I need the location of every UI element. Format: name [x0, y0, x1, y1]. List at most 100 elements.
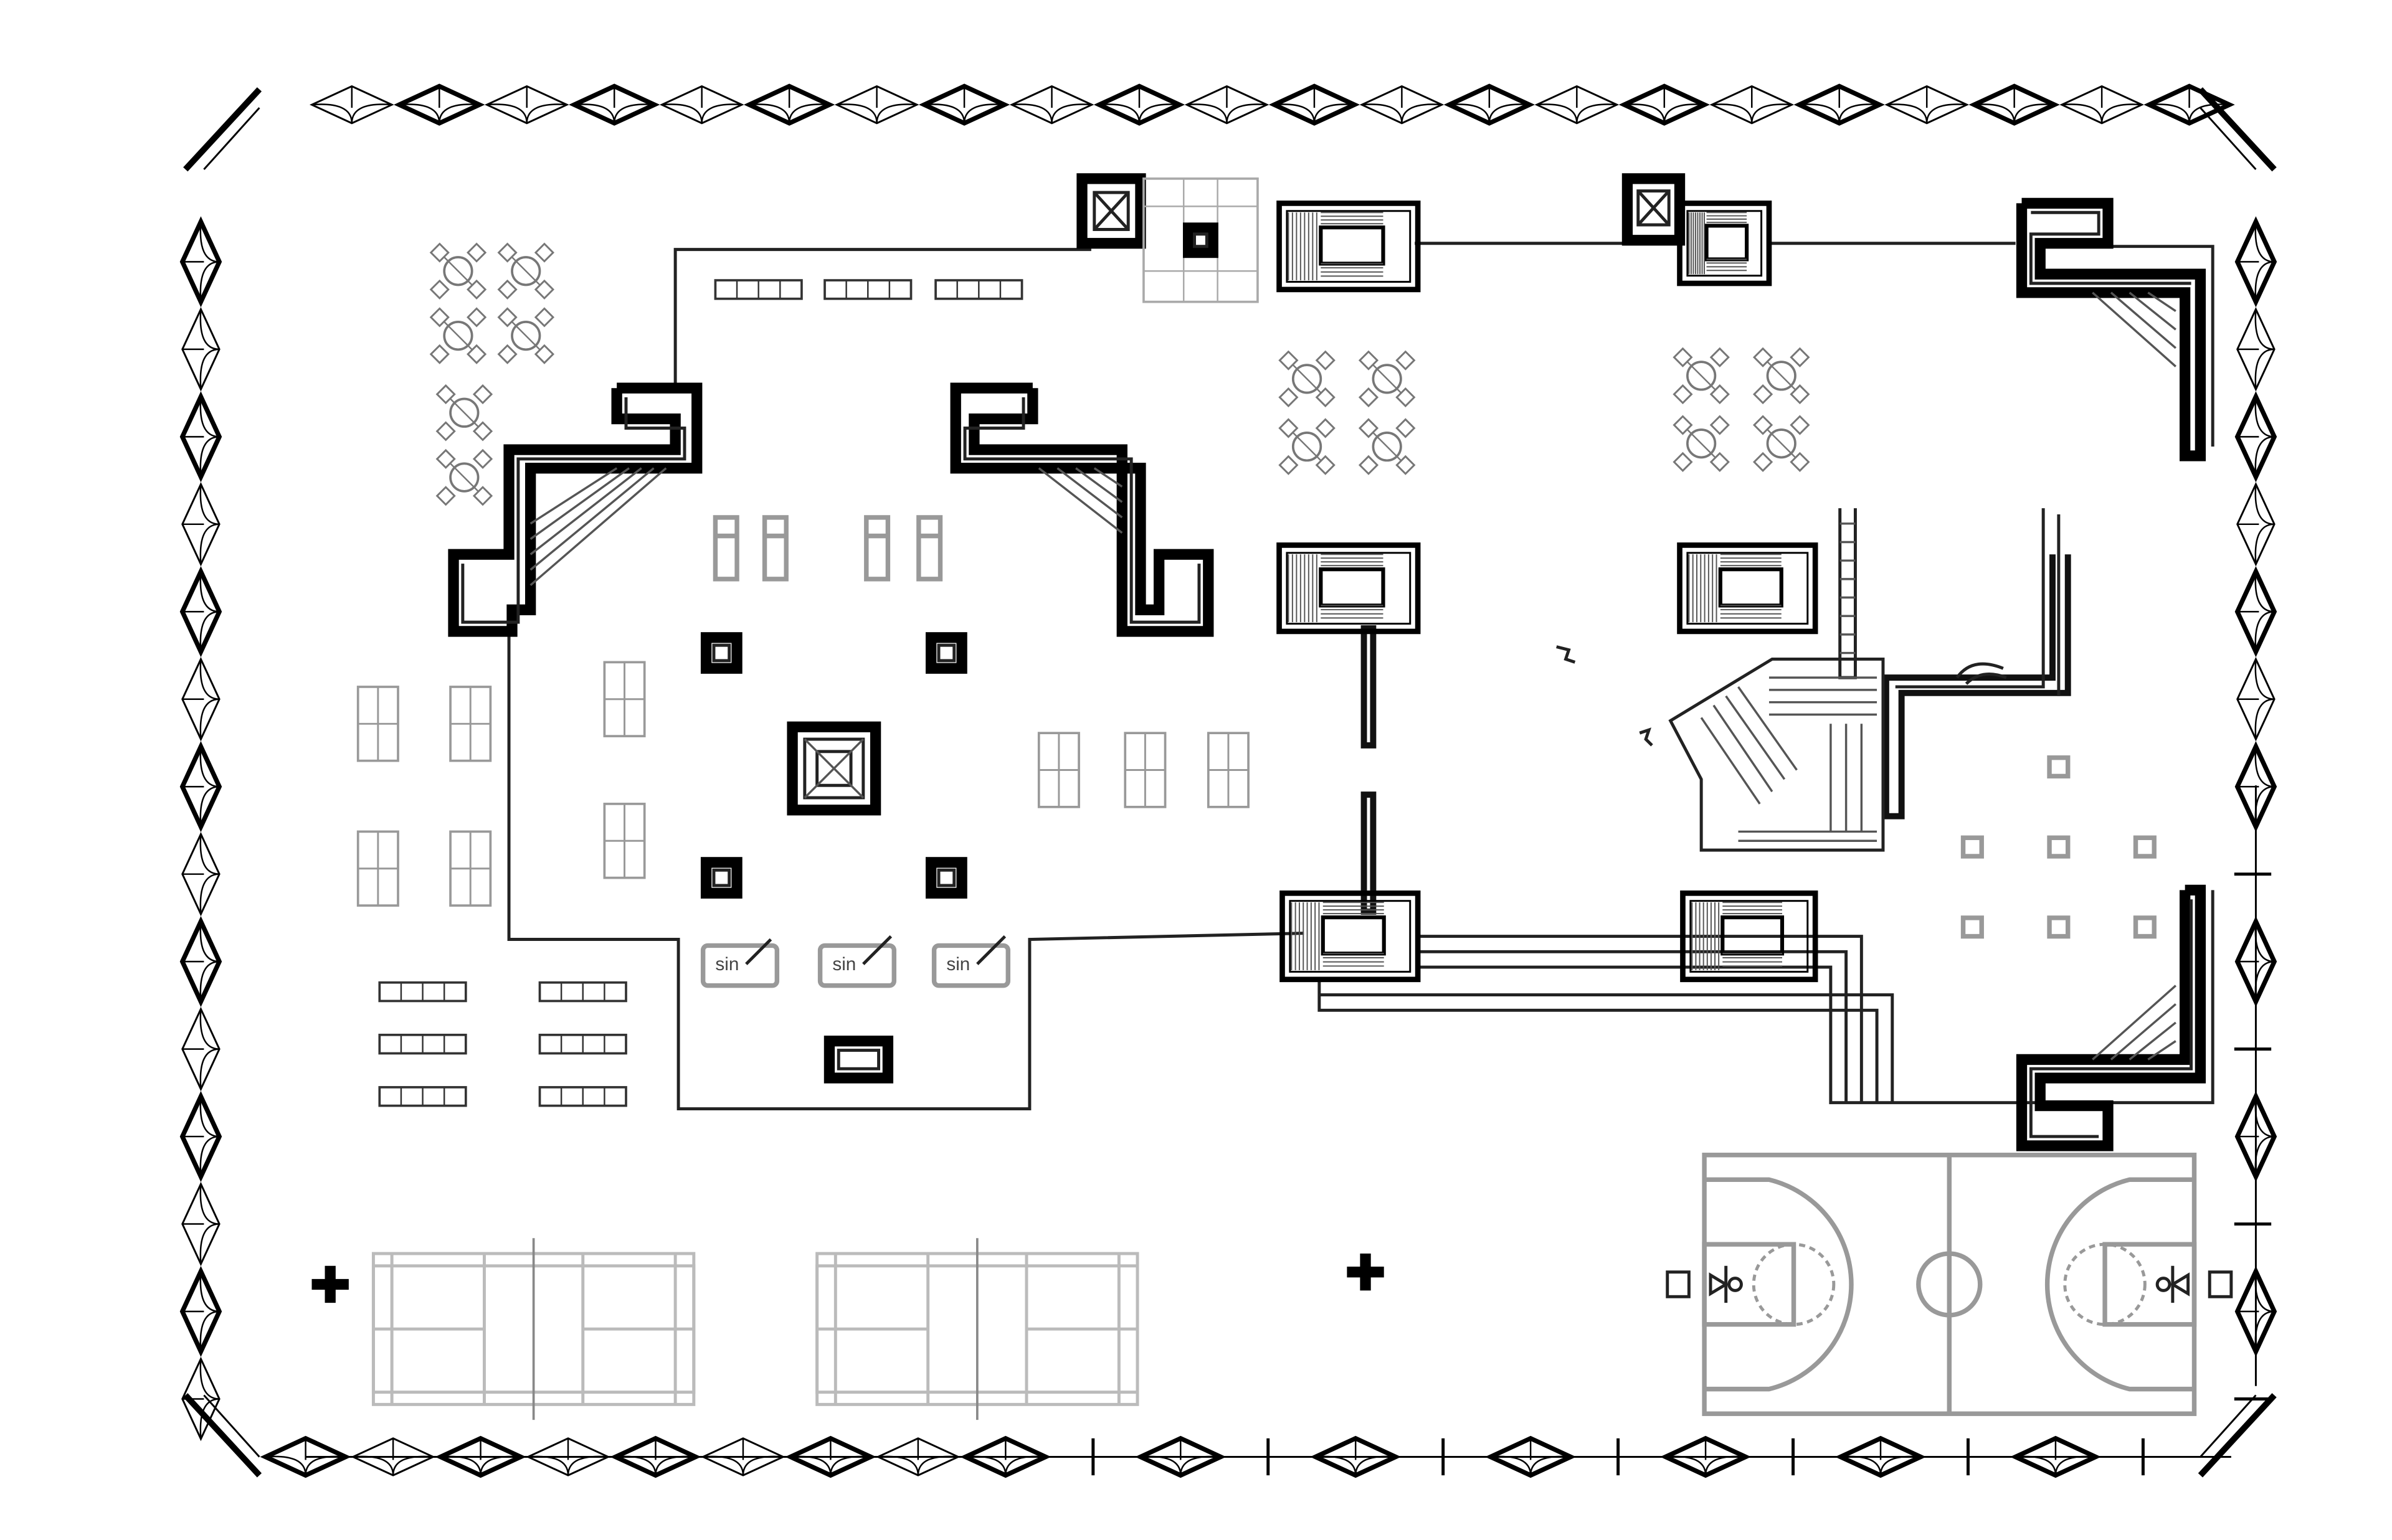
corner-chevron [2198, 1393, 2277, 1478]
bench [378, 1034, 467, 1055]
diamond-border-motif-icon [181, 1006, 221, 1092]
stair-core-top [1142, 177, 1259, 303]
table-with-chairs-icon [429, 307, 487, 364]
corner-chevron [2198, 87, 2277, 172]
stair-icon [1677, 201, 1772, 286]
table-with-chairs-icon [435, 448, 493, 506]
door-panel [603, 661, 646, 737]
bench [378, 981, 467, 1003]
diamond-border-motif-icon [2236, 481, 2276, 567]
elevator-core-1 [1076, 173, 1146, 249]
tables-with-chairs [429, 242, 1810, 506]
bench [538, 1086, 627, 1107]
diamond-border-motif-icon [179, 741, 222, 833]
stair-wells [1276, 201, 1818, 983]
door-panels [356, 661, 1250, 907]
stair-icon [1677, 542, 1818, 635]
table-with-chairs-icon [1278, 350, 1336, 408]
diamond-border-motif-icon [181, 307, 221, 392]
diamond-border-motif-icon [743, 83, 835, 126]
diamond-border-motif-icon [181, 656, 221, 742]
diamond-border-motif-icon [2236, 307, 2276, 392]
diamond-border-motif-icon [179, 216, 222, 308]
floor-outline-right [1317, 242, 2214, 1105]
table-with-chairs-icon [1752, 415, 1810, 472]
counter-label-1: sin [715, 954, 739, 975]
diamond-border-motif-icon [918, 83, 1010, 126]
floor-outline-left [507, 248, 1304, 1111]
diamond-border-motif-icon [2234, 391, 2277, 483]
table-with-chairs-icon [429, 242, 487, 300]
counter-label-2: sin [832, 954, 856, 975]
bench [823, 279, 913, 300]
door-panel [1037, 732, 1080, 808]
table-with-chairs-icon [1673, 415, 1730, 472]
ramp-right-top [2016, 197, 2206, 461]
elevator-core-2 [1621, 173, 1686, 246]
loungers [713, 515, 943, 582]
diamond-border-motif-icon [2059, 85, 2144, 125]
corner-chevron [183, 1393, 262, 1478]
diamond-border-motif-icon [394, 83, 485, 126]
bench [378, 1086, 467, 1107]
diamond-border-motif-icon [1968, 83, 2060, 126]
stair-icon [1279, 890, 1421, 983]
bench [538, 981, 627, 1003]
diamond-border-motif-icon [569, 83, 660, 126]
diamond-border-motif-icon [1009, 85, 1094, 125]
diamond-border-motif-icon [2234, 216, 2277, 308]
person-figure [1556, 645, 1653, 747]
bench [714, 279, 803, 300]
table-with-chairs-icon [1673, 347, 1730, 405]
table-with-chairs-icon [1752, 347, 1810, 405]
diamond-border-motif-icon [1359, 85, 1445, 125]
diamond-border-motif-icon [2236, 656, 2276, 742]
diamond-border-motif-icon [181, 481, 221, 567]
diamond-border-motif-icon [179, 915, 222, 1008]
table-with-chairs-icon [435, 384, 493, 442]
diamond-border-motif-icon [659, 85, 744, 125]
diamond-border-motif-icon [181, 1181, 221, 1267]
central-corridor [1360, 625, 1377, 915]
diamond-border-motif-icon [1093, 83, 1185, 126]
door-panel [1124, 732, 1167, 808]
stair-icon [1276, 542, 1421, 635]
plus-marker-icon [311, 1254, 1384, 1303]
door-panel [449, 830, 492, 907]
ramp-left-z [448, 382, 703, 637]
columns [700, 632, 2157, 1084]
table-with-chairs-icon [497, 307, 555, 364]
stair-icon [1680, 890, 1818, 983]
diamond-border-motif-icon [179, 1090, 222, 1183]
diamond-border-motif-icon [1268, 83, 1360, 126]
badminton-court-icon [815, 1238, 1139, 1420]
decorative-border [179, 83, 2277, 1478]
diamond-border-motif-icon [179, 1265, 222, 1358]
door-panel [1207, 732, 1250, 808]
diamond-border-motif-icon [2143, 83, 2235, 126]
diamond-border-motif-icon [179, 391, 222, 483]
door-panel [449, 686, 492, 762]
diamond-border-motif-icon [181, 831, 221, 917]
spiral-stair-cluster [1668, 508, 2071, 852]
diamond-border-motif-icon [309, 85, 394, 125]
badminton-court-icon [371, 1238, 696, 1420]
diamond-border-motif-icon [1184, 85, 1270, 125]
table-with-chairs-icon [497, 242, 555, 300]
diamond-border-motif-icon [1443, 83, 1535, 126]
diamond-border-motif-icon [179, 566, 222, 658]
diamond-border-motif-icon [1884, 85, 1970, 125]
display-counters: sin sin sin [700, 935, 1011, 988]
table-with-chairs-icon [1358, 350, 1416, 408]
basketball-court [1666, 1153, 2233, 1416]
stair-icon [1276, 201, 1421, 293]
door-panel [603, 803, 646, 879]
bench [538, 1034, 627, 1055]
counter-label-3: sin [946, 954, 970, 975]
corner-chevron [183, 87, 262, 172]
bench-rows [378, 279, 1023, 1107]
diamond-border-motif-icon [2234, 566, 2277, 658]
diamond-border-motif-icon [484, 85, 569, 125]
ramp-right-bottom [2016, 884, 2206, 1151]
